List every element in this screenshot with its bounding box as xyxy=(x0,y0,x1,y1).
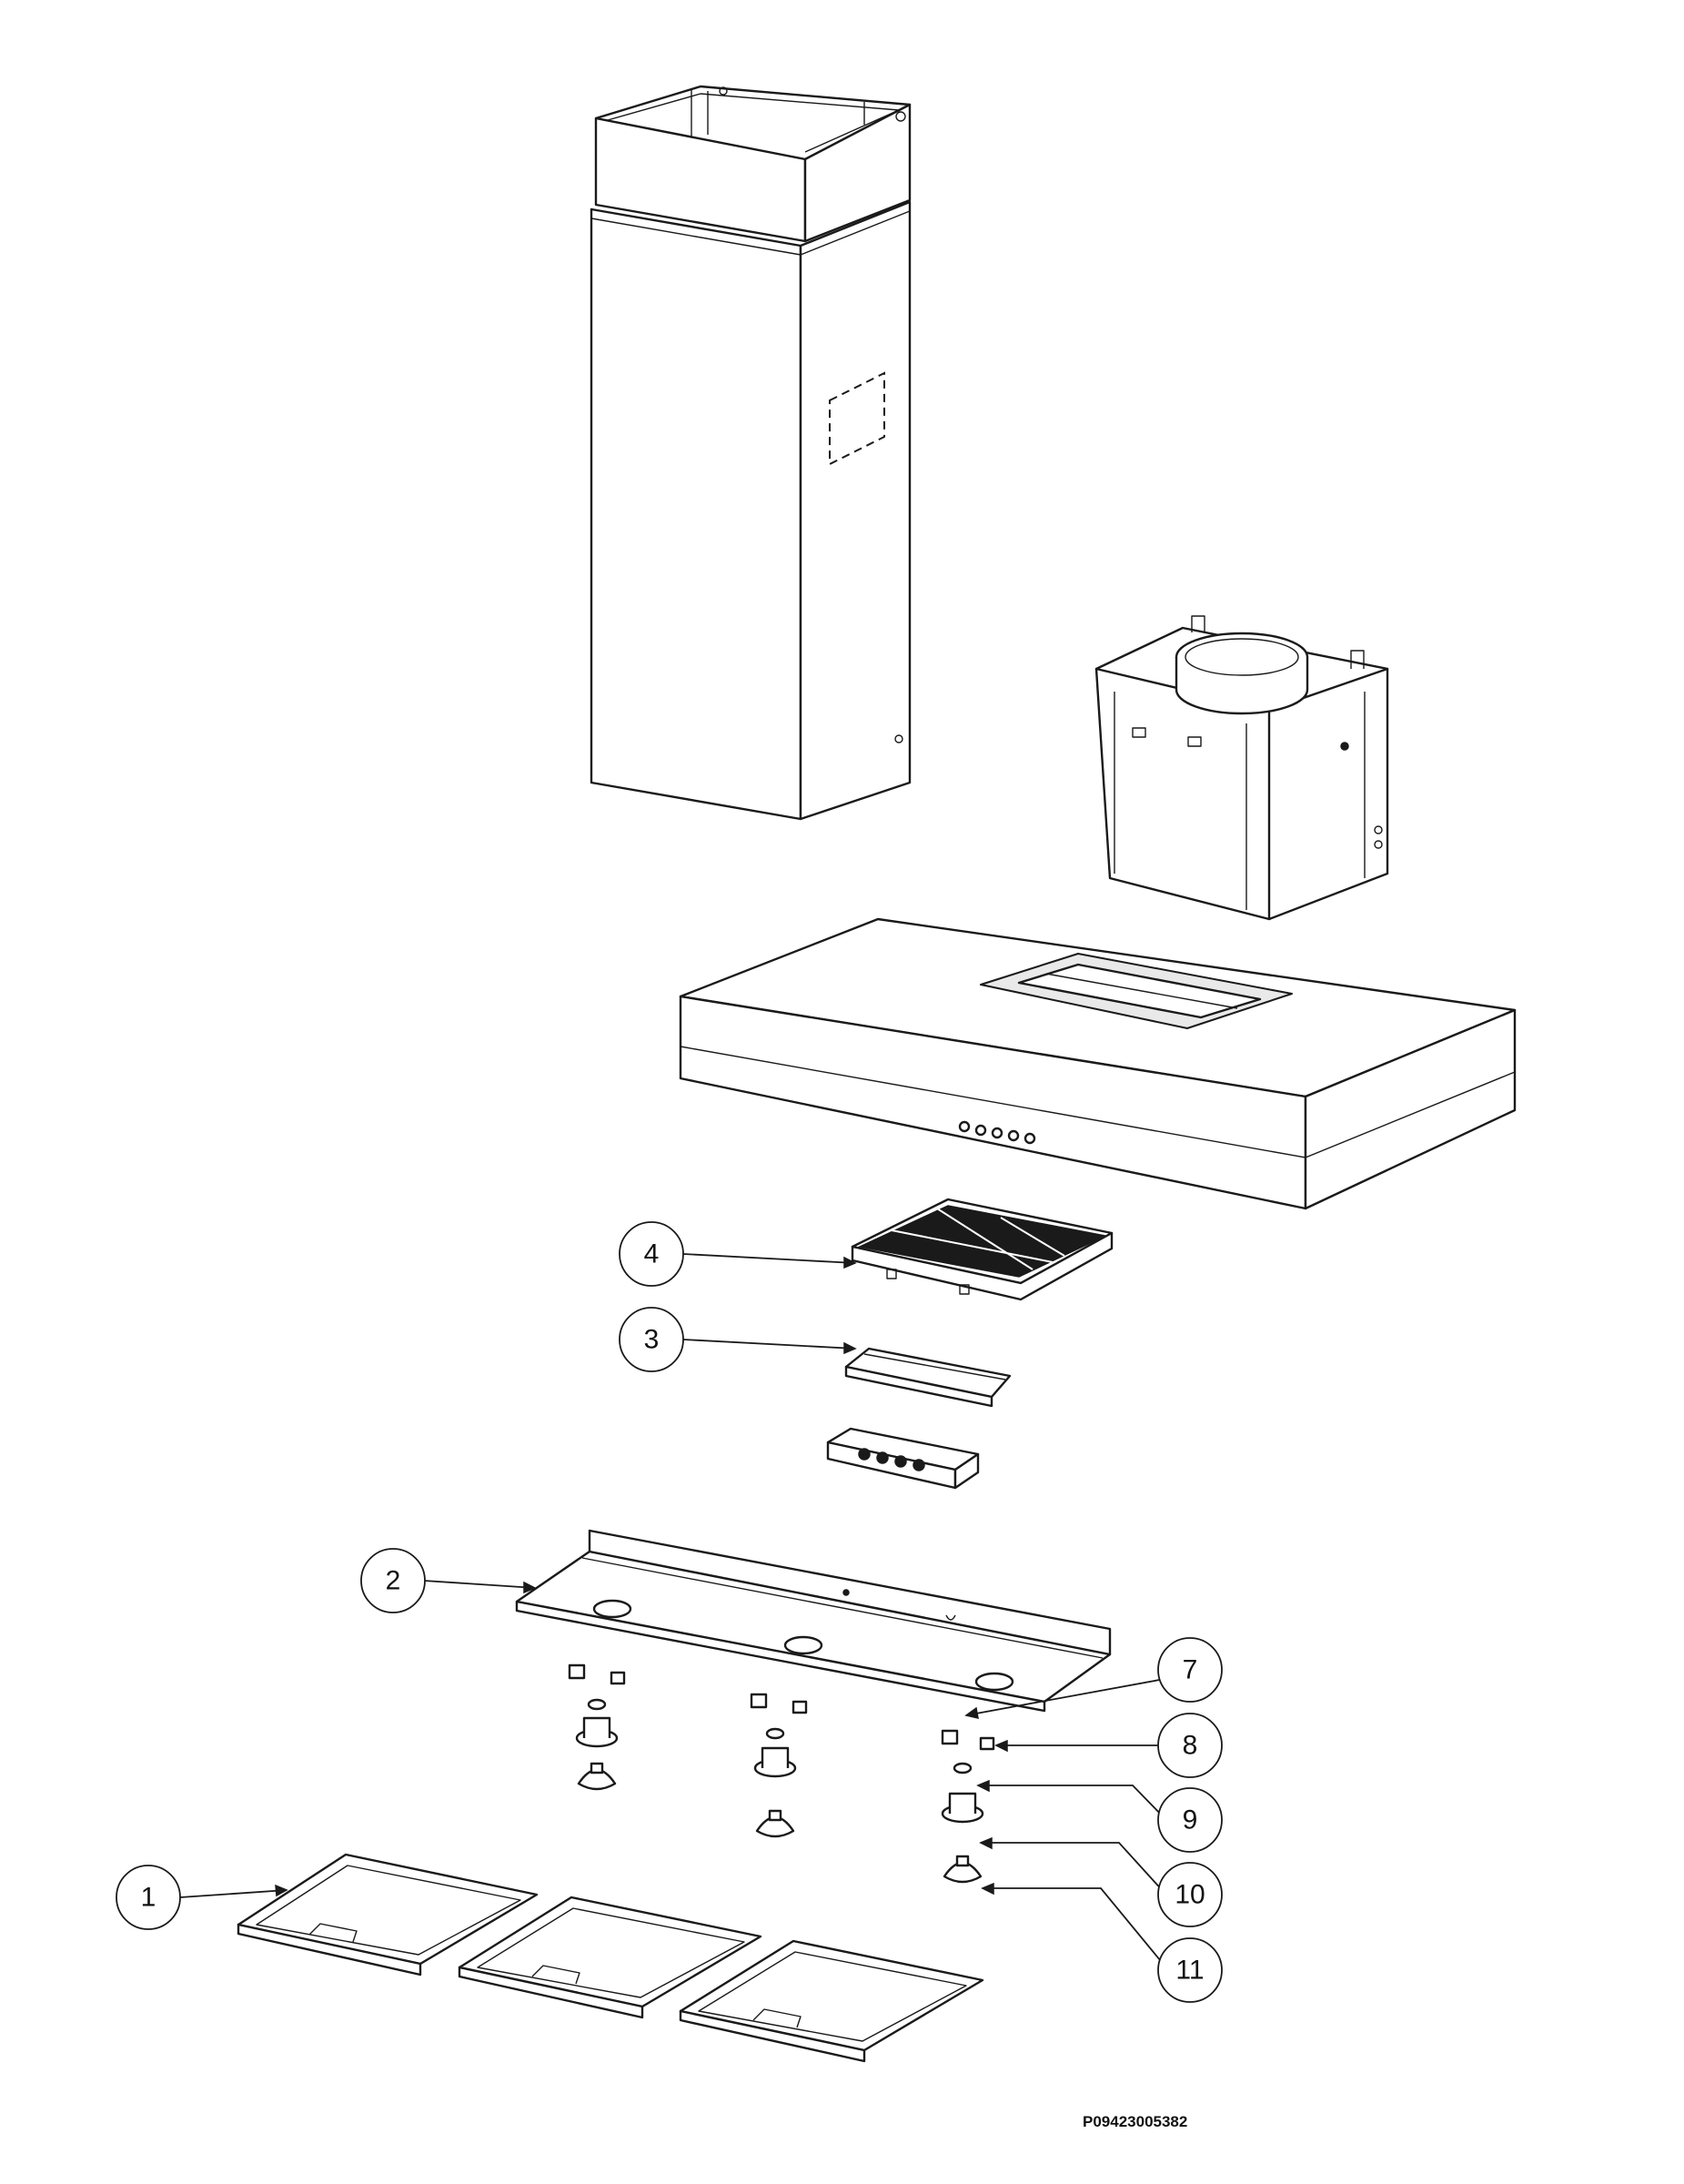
callout-1-label: 1 xyxy=(141,1883,156,1913)
callout-11-label: 11 xyxy=(1175,1956,1204,1986)
hood-canopy xyxy=(679,917,1517,1210)
carbon-filter xyxy=(851,1198,1114,1301)
lamp-assembly-3 xyxy=(941,1729,995,1884)
callout-9-label: 9 xyxy=(1183,1805,1198,1835)
lamp-assembly-2 xyxy=(750,1693,808,1838)
bracket-plate xyxy=(844,1347,1012,1408)
callout-2-label: 2 xyxy=(386,1566,401,1596)
callout-7: 7 xyxy=(1157,1637,1223,1703)
callout-4: 4 xyxy=(619,1221,684,1287)
document-code: P09423005382 xyxy=(1083,2113,1187,2130)
callout-10: 10 xyxy=(1157,1862,1223,1927)
callout-8-label: 8 xyxy=(1183,1731,1198,1761)
callout-3-label: 3 xyxy=(644,1325,660,1355)
callout-10-label: 10 xyxy=(1175,1880,1205,1910)
callout-4-label: 4 xyxy=(644,1239,660,1269)
motor-housing-unit xyxy=(1094,615,1389,921)
callout-1: 1 xyxy=(116,1865,181,1930)
grease-filter-3 xyxy=(679,1939,984,2063)
callout-8: 8 xyxy=(1157,1713,1223,1778)
callout-9: 9 xyxy=(1157,1787,1223,1853)
light-panel xyxy=(515,1529,1112,1713)
callout-2: 2 xyxy=(360,1548,426,1613)
grease-filter-1 xyxy=(237,1853,539,1977)
callout-7-label: 7 xyxy=(1183,1655,1198,1685)
leader-lines xyxy=(179,1253,1167,1967)
chimney-duct-cover xyxy=(590,85,912,821)
grease-filter-2 xyxy=(458,1896,762,2019)
callout-3: 3 xyxy=(619,1307,684,1372)
control-board xyxy=(826,1427,980,1490)
lamp-assembly-1 xyxy=(568,1663,626,1791)
callout-11: 11 xyxy=(1157,1937,1223,2003)
